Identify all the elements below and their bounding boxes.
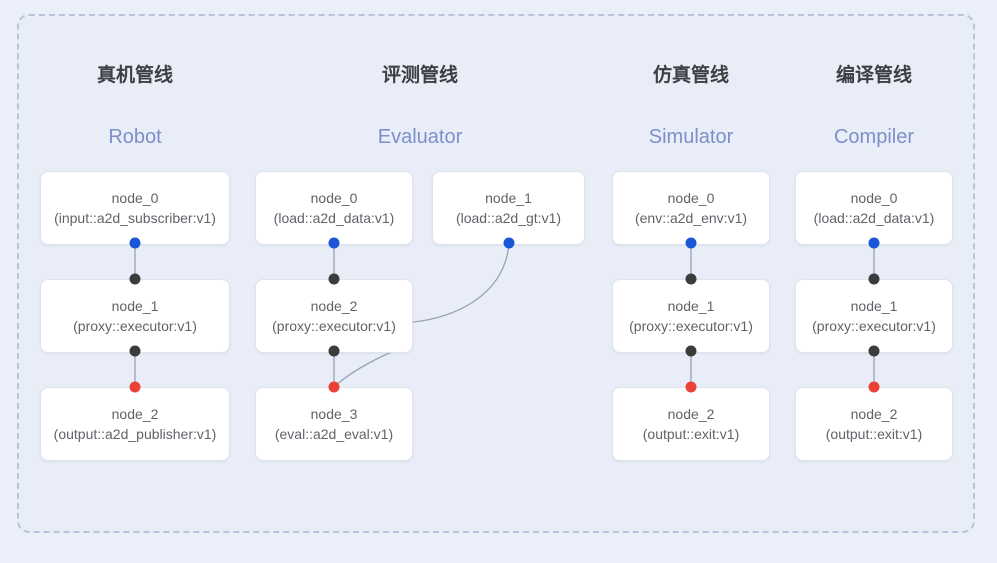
node-box[interactable]: node_2(output::a2d_publisher:v1) (40, 387, 230, 461)
column-title-en-evaluator: Evaluator (377, 126, 463, 148)
node-port-input[interactable] (328, 381, 340, 393)
node-port-input[interactable] (868, 381, 880, 393)
column-title-en-compiler: Compiler (833, 126, 915, 148)
node-name-label: node_0 (850, 189, 898, 206)
node-name-label: node_0 (111, 189, 159, 206)
column-title-cn-robot: 真机管线 (96, 65, 173, 86)
node-box[interactable]: node_2(proxy::executor:v1) (255, 279, 413, 353)
node-port-input[interactable] (685, 381, 697, 393)
node-type-label: (eval::a2d_eval:v1) (274, 426, 394, 442)
node-box[interactable]: node_2(output::exit:v1) (795, 387, 953, 461)
node-type-label: (output::exit:v1) (825, 426, 923, 442)
node-name-label: node_2 (111, 405, 159, 422)
node-port-relay[interactable] (685, 345, 697, 357)
node-type-label: (load::a2d_data:v1) (273, 210, 395, 226)
node-port-relay[interactable] (129, 273, 141, 285)
node-type-label: (output::exit:v1) (642, 426, 740, 442)
node-box[interactable]: node_1(proxy::executor:v1) (40, 279, 230, 353)
node-type-label: (load::a2d_data:v1) (813, 210, 935, 226)
node-type-label: (output::a2d_publisher:v1) (53, 426, 217, 442)
node-port-relay[interactable] (129, 345, 141, 357)
node-name-label: node_2 (667, 405, 715, 422)
node-port-relay[interactable] (685, 273, 697, 285)
node-name-label: node_3 (310, 405, 358, 422)
node-box[interactable]: node_0(env::a2d_env:v1) (612, 171, 770, 245)
node-name-label: node_1 (667, 297, 715, 314)
node-port-output[interactable] (129, 237, 141, 249)
node-name-label: node_2 (850, 405, 898, 422)
node-name-label: node_0 (310, 189, 358, 206)
node-name-label: node_1 (850, 297, 898, 314)
node-box[interactable]: node_1(load::a2d_gt:v1) (432, 171, 585, 245)
column-title-cn-simulator: 仿真管线 (652, 65, 729, 86)
node-type-label: (load::a2d_gt:v1) (455, 210, 562, 226)
column-title-en-simulator: Simulator (648, 126, 734, 148)
node-port-output[interactable] (328, 237, 340, 249)
node-name-label: node_1 (485, 189, 532, 206)
node-port-output[interactable] (503, 237, 515, 249)
node-box[interactable]: node_0(input::a2d_subscriber:v1) (40, 171, 230, 245)
node-port-input[interactable] (129, 381, 141, 393)
node-type-label: (proxy::executor:v1) (272, 318, 396, 334)
node-port-relay[interactable] (868, 273, 880, 285)
node-box[interactable]: node_1(proxy::executor:v1) (612, 279, 770, 353)
node-type-label: (input::a2d_subscriber:v1) (54, 210, 216, 226)
node-port-output[interactable] (685, 237, 697, 249)
node-port-output[interactable] (868, 237, 880, 249)
node-box[interactable]: node_3(eval::a2d_eval:v1) (255, 387, 413, 461)
node-box[interactable]: node_0(load::a2d_data:v1) (795, 171, 953, 245)
node-port-relay[interactable] (328, 345, 340, 357)
node-port-relay[interactable] (328, 273, 340, 285)
node-type-label: (proxy::executor:v1) (73, 318, 197, 334)
column-title-en-robot: Robot (108, 126, 162, 148)
node-box[interactable]: node_2(output::exit:v1) (612, 387, 770, 461)
node-type-label: (proxy::executor:v1) (629, 318, 753, 334)
node-box[interactable]: node_0(load::a2d_data:v1) (255, 171, 413, 245)
node-name-label: node_2 (310, 297, 358, 314)
node-name-label: node_0 (667, 189, 715, 206)
node-type-label: (env::a2d_env:v1) (634, 210, 748, 226)
column-title-cn-compiler: 编译管线 (835, 65, 912, 86)
node-type-label: (proxy::executor:v1) (812, 318, 936, 334)
node-box[interactable]: node_1(proxy::executor:v1) (795, 279, 953, 353)
column-title-cn-evaluator: 评测管线 (381, 65, 458, 86)
node-port-relay[interactable] (868, 345, 880, 357)
node-name-label: node_1 (111, 297, 159, 314)
